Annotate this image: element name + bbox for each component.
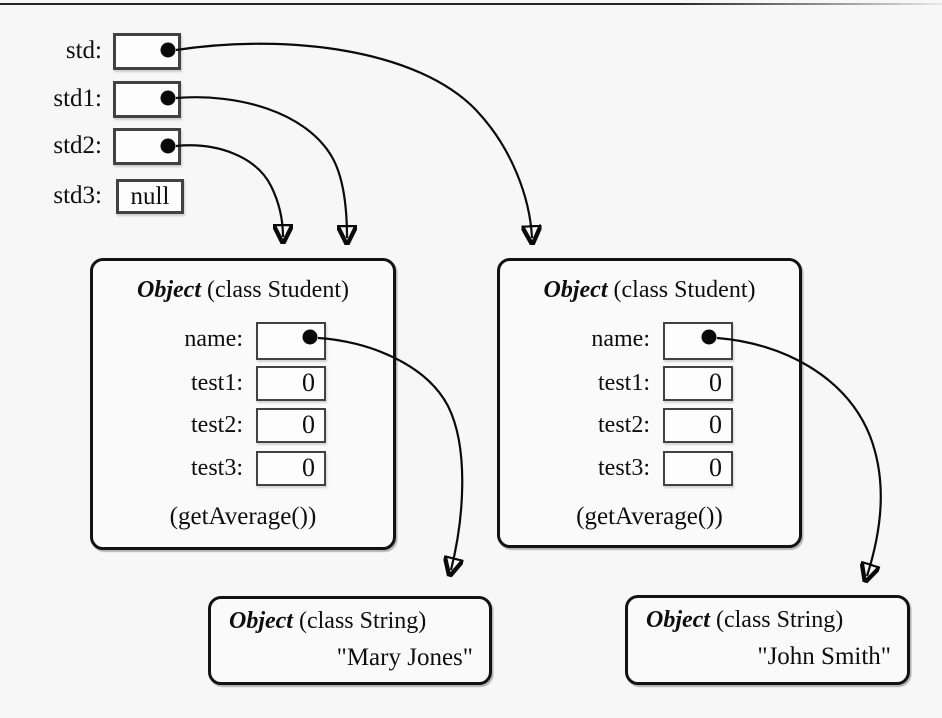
arrow-std-to-student-right: [175, 42, 532, 238]
student-left-test2-label: test2:: [191, 412, 243, 438]
student-left-title-object: Object: [137, 277, 201, 303]
student-right-test3-box: 0: [663, 451, 733, 486]
student-right-title-class: (class Student): [607, 277, 756, 303]
student-right-name-label: name:: [591, 326, 650, 352]
string-left-title-object: Object: [229, 608, 293, 634]
string-right-value: "John Smith": [757, 643, 891, 670]
student-right-test2-box: 0: [663, 408, 733, 443]
student-object-right: Object (class Student) name: test1: 0 te…: [497, 258, 802, 548]
variable-label-std: std:: [65, 37, 102, 64]
student-left-test3-box: 0: [256, 451, 326, 486]
student-left-test3-label: test3:: [191, 455, 243, 481]
variable-label-std3: std3:: [53, 182, 102, 209]
student-right-method-note: (getAverage()): [576, 503, 723, 530]
student-left-method-note: (getAverage()): [169, 503, 317, 530]
student-right-test3-label: test3:: [598, 455, 650, 481]
student-left-test1-box: 0: [256, 366, 326, 401]
string-right-title-object: Object: [646, 607, 710, 633]
variable-label-std1: std1:: [53, 85, 102, 112]
student-right-title-object: Object: [543, 277, 608, 303]
variable-box-std: [113, 33, 181, 70]
string-right-title: Object (class String): [646, 607, 843, 634]
student-left-name-box: [256, 322, 326, 360]
string-left-title-class: (class String): [292, 608, 427, 634]
student-right-test1-label: test1:: [598, 370, 650, 396]
student-left-test2-box: 0: [256, 408, 326, 443]
student-left-name-label: name:: [184, 326, 243, 352]
student-right-title: Object (class Student): [500, 277, 799, 304]
student-right-test1-box: 0: [663, 366, 733, 401]
string-left-value: "Mary Jones": [336, 644, 473, 671]
student-left-title: Object (class Student): [93, 277, 393, 304]
string-right-title-class: (class String): [709, 607, 844, 633]
string-left-title: Object (class String): [229, 608, 426, 635]
variable-label-std2: std2:: [53, 132, 102, 159]
string-object-left: Object (class String) "Mary Jones": [208, 596, 492, 685]
variable-box-std3: null: [116, 179, 184, 214]
variable-box-std1: [113, 81, 181, 118]
student-left-test1-label: test1:: [191, 370, 243, 396]
student-object-left: Object (class Student) name: test1: 0 te…: [90, 258, 396, 550]
student-right-name-box: [663, 322, 733, 360]
image-top-edge-line: [0, 3, 942, 5]
arrow-std1-to-student-left: [175, 96, 347, 238]
variable-box-std2: [113, 128, 181, 165]
string-object-right: Object (class String) "John Smith": [625, 595, 910, 685]
student-left-title-class: (class Student): [201, 277, 349, 303]
student-right-test2-label: test2:: [598, 412, 650, 438]
arrow-std2-to-student-left: [175, 144, 283, 237]
